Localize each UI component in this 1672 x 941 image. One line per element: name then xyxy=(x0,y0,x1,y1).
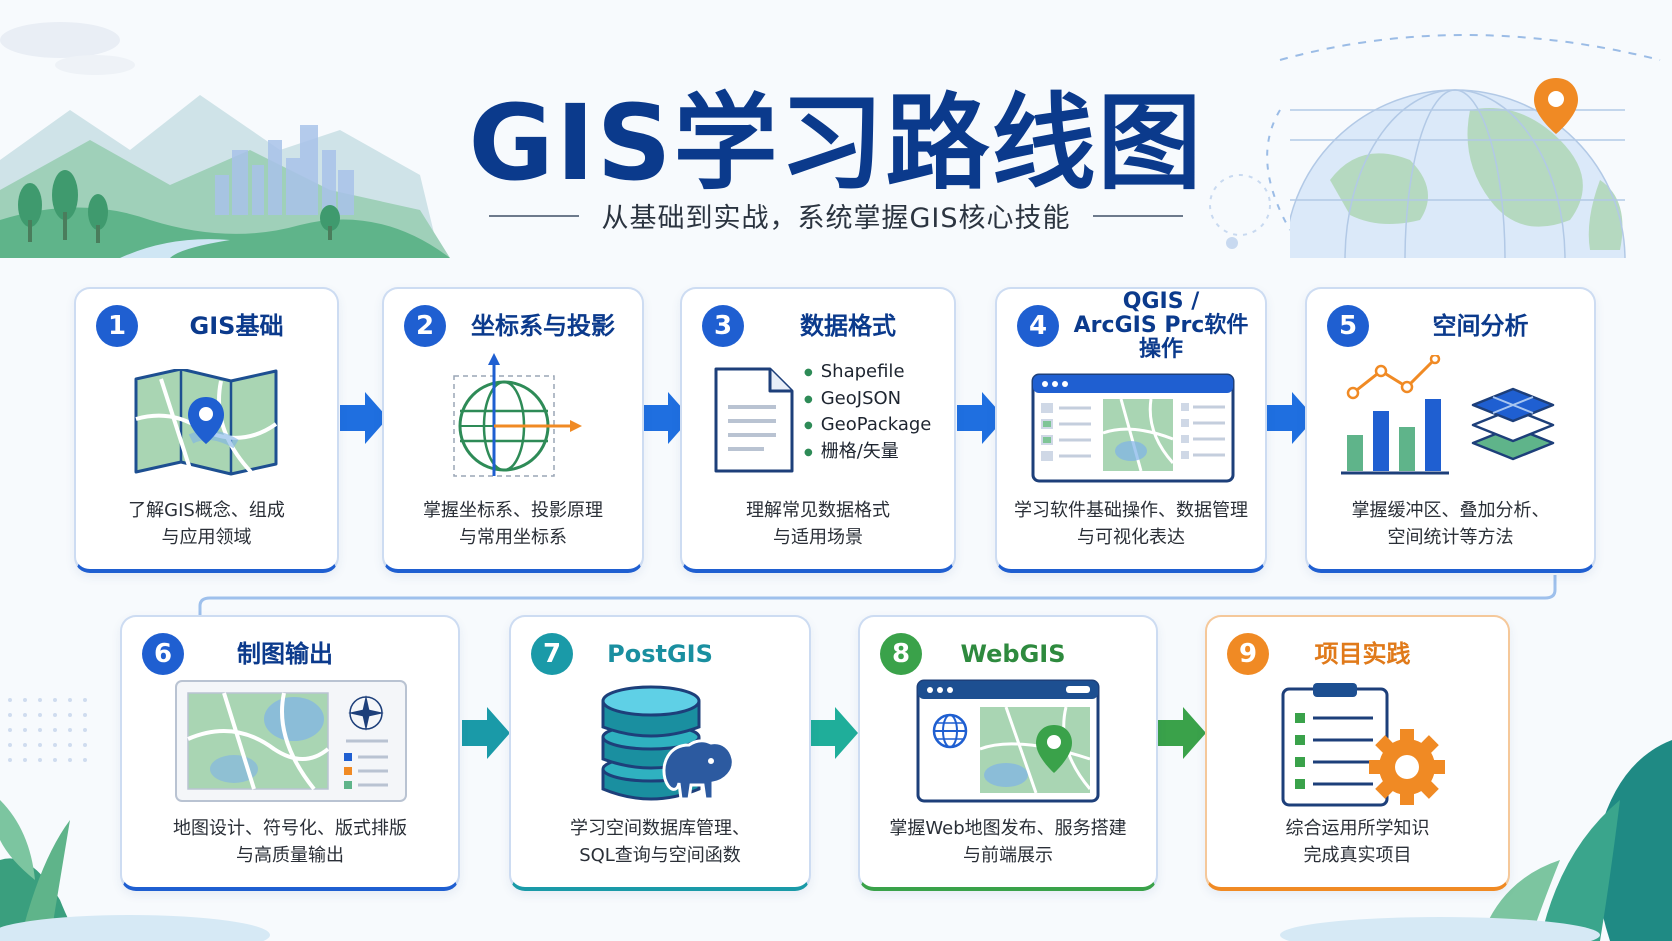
step-description: 综合运用所学知识 完成真实项目 xyxy=(1215,815,1500,869)
software-window-icon xyxy=(1031,373,1235,483)
step-description: 了解GIS概念、组成 与应用领域 xyxy=(84,497,329,551)
bar-chart-layers-icon xyxy=(1341,355,1555,475)
step-title: 项目实践 xyxy=(1314,639,1411,668)
step-number: 8 xyxy=(880,633,922,675)
step-title: 坐标系与投影 xyxy=(471,311,615,340)
step-number: 9 xyxy=(1227,633,1269,675)
document-icon xyxy=(714,367,794,473)
step-card-8: 8 WebGIS 掌握Web地图发布、服务搭建 与前端展示 xyxy=(858,615,1158,891)
step-number: 5 xyxy=(1327,305,1369,347)
step-title: WebGIS xyxy=(960,639,1066,668)
checklist-gear-icon xyxy=(1281,683,1445,807)
step-description: 学习软件基础操作、数据管理 与可视化表达 xyxy=(1005,497,1257,551)
row-connector-line xyxy=(198,575,1557,615)
flow-arrow xyxy=(340,392,388,444)
step-card-6: 6 制图输出 地图设计、符号化、版式排版 与高质量输出 xyxy=(120,615,460,891)
desc-line: 空间统计等方法 xyxy=(1387,527,1514,548)
desc-line: 掌握坐标系、投影原理 xyxy=(423,500,603,521)
step-card-4: 4 QGIS / ArcGIS Prc软件操作 学习软件基础操作、数据管理 与可… xyxy=(995,287,1267,573)
flow-arrow xyxy=(1267,392,1315,444)
flow-arrow xyxy=(643,392,691,444)
layers-stack xyxy=(1471,387,1555,461)
desc-line: 学习软件基础操作、数据管理 xyxy=(1014,500,1248,521)
step-description: 掌握坐标系、投影原理 与常用坐标系 xyxy=(392,497,634,551)
database-elephant-icon xyxy=(601,685,735,801)
subtitle-row: 从基础到实战，系统掌握GIS核心技能 xyxy=(0,196,1672,235)
step-number: 4 xyxy=(1017,305,1059,347)
step-title: 数据格式 xyxy=(800,311,896,340)
browser-map-icon xyxy=(916,679,1100,803)
step-description: 学习空间数据库管理、 SQL查询与空间函数 xyxy=(519,815,801,869)
step-number: 3 xyxy=(702,305,744,347)
step-title: GIS基础 xyxy=(189,311,284,340)
flow-arrow xyxy=(810,707,858,759)
step-number: 7 xyxy=(531,633,573,675)
desc-line: 地图设计、符号化、版式排版 xyxy=(173,818,407,839)
leaf-decor-right xyxy=(1280,740,1672,941)
step-card-7: 7 PostGIS 学习空间数据库管理、 SQL查询与空间函数 xyxy=(509,615,811,891)
folded-map-pin-icon xyxy=(134,369,278,476)
step-title: 空间分析 xyxy=(1432,311,1529,340)
step-description: 理解常见数据格式 与适用场景 xyxy=(690,497,946,551)
globe-illustration xyxy=(1209,34,1661,258)
desc-line: 掌握Web地图发布、服务搭建 xyxy=(889,818,1127,839)
desc-line: 掌握缓冲区、叠加分析、 xyxy=(1351,500,1550,521)
subtitle-line-left xyxy=(489,214,580,217)
desc-line: 综合运用所学知识 xyxy=(1285,818,1430,839)
desc-line: 与高质量输出 xyxy=(236,845,344,866)
flow-arrow xyxy=(1158,707,1206,759)
dot-pattern xyxy=(8,698,87,762)
page-title: GIS学习路线图 xyxy=(468,82,1204,204)
desc-line: 与前端展示 xyxy=(963,845,1053,866)
desc-line: 完成真实项目 xyxy=(1303,845,1412,866)
desc-line: SQL查询与空间函数 xyxy=(579,845,741,866)
step-card-2: 2 坐标系与投影 掌握坐标系、投影原理 与常用坐标系 xyxy=(382,287,644,573)
flow-arrow xyxy=(462,707,510,759)
subtitle-line-right xyxy=(1092,214,1183,217)
step-title: QGIS / ArcGIS Prc软件操作 xyxy=(1067,289,1255,362)
leaf-decor-left xyxy=(0,800,270,941)
map-layout-icon xyxy=(175,680,407,802)
step-description: 掌握Web地图发布、服务搭建 与前端展示 xyxy=(868,815,1148,869)
step-number: 2 xyxy=(404,305,446,347)
format-item: GeoJSON xyxy=(804,386,931,413)
desc-line: 了解GIS概念、组成 xyxy=(128,500,285,521)
flow-arrow xyxy=(957,392,1005,444)
gear-icon xyxy=(1369,729,1445,805)
format-list: Shapefile GeoJSON GeoPackage 栅格/矢量 xyxy=(804,359,932,466)
compass-icon xyxy=(348,695,384,731)
globe-axes-icon xyxy=(453,353,582,477)
step-title-line: QGIS / xyxy=(1122,288,1200,314)
step-description: 掌握缓冲区、叠加分析、 空间统计等方法 xyxy=(1315,497,1586,551)
step-description: 地图设计、符号化、版式排版 与高质量输出 xyxy=(130,815,450,869)
desc-line: 与应用领域 xyxy=(161,527,252,548)
desc-line: 与常用坐标系 xyxy=(459,527,567,548)
step-title: PostGIS xyxy=(607,639,713,668)
desc-line: 理解常见数据格式 xyxy=(746,500,890,521)
step-card-3: 3 数据格式 Shapefile GeoJSON GeoPackage 栅格/矢… xyxy=(680,287,956,573)
desc-line: 学习空间数据库管理、 xyxy=(570,818,750,839)
format-item: Shapefile xyxy=(804,359,931,386)
desc-line: 与适用场景 xyxy=(773,527,863,548)
step-card-9: 9 项目实践 综合运用所学知识 完成真实项目 xyxy=(1205,615,1510,891)
format-item: 栅格/矢量 xyxy=(804,439,931,466)
location-pin-icon xyxy=(1534,78,1578,134)
step-number: 1 xyxy=(96,305,138,347)
step-card-5: 5 空间分析 掌握缓冲区、叠加分析、 空间统计等方法 xyxy=(1305,287,1596,573)
step-title-line: ArcGIS Prc软件操作 xyxy=(1073,312,1249,363)
elephant-icon xyxy=(662,739,735,801)
desc-line: 与可视化表达 xyxy=(1077,527,1185,548)
landscape-illustration xyxy=(0,22,450,258)
page-subtitle: 从基础到实战，系统掌握GIS核心技能 xyxy=(601,203,1071,234)
format-item: GeoPackage xyxy=(804,412,932,439)
step-card-1: 1 GIS基础 了解GIS概念、组成 与应用领域 xyxy=(74,287,339,573)
step-title: 制图输出 xyxy=(237,639,333,668)
step-number: 6 xyxy=(142,633,184,675)
location-pin-icon xyxy=(1036,725,1072,773)
globe-icon xyxy=(932,713,968,749)
